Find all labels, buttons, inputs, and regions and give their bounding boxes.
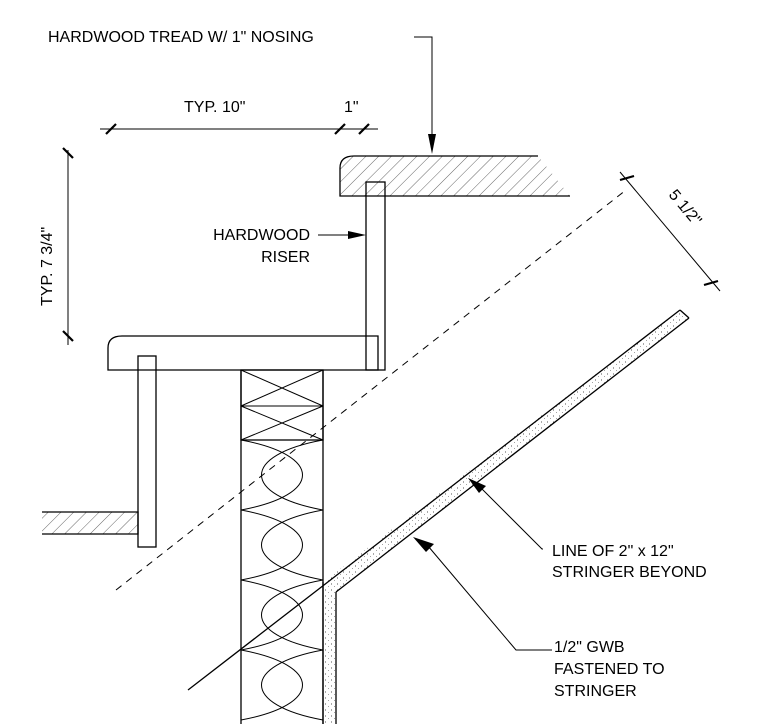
rise-dimension [62,147,74,345]
gwb-label-line3: STRINGER [554,683,637,700]
riser-leader [318,231,366,239]
depth-dimension [619,171,721,292]
stringer-leader [468,478,543,550]
tread-label: HARDWOOD TREAD W/ 1" NOSING [48,29,314,46]
depth-dimension-label: 5 1/2" [665,187,705,230]
riser-label-line1: HARDWOOD [213,227,310,244]
nosing-dimension-label: 1" [344,99,359,116]
gwb-leader [413,537,552,651]
lower-tread [107,335,379,371]
blocking [240,369,324,441]
gwb-board [187,309,690,724]
tread-leader [414,36,436,154]
run-dimension [100,123,378,135]
stringer-label-line1: LINE OF 2" x 12" [552,543,674,560]
lower-riser [137,355,157,548]
upper-tread [339,155,570,197]
rise-dimension-label: TYP. 7 3/4" [39,227,56,306]
upper-riser [365,181,386,371]
gwb-label-line1: 1/2" GWB [554,639,625,656]
stringer-beyond-line [115,189,627,591]
lower-floor [42,511,139,535]
riser-label-line2: RISER [261,249,310,266]
run-dimension-label: TYP. 10" [184,99,245,116]
stringer-label-line2: STRINGER BEYOND [552,564,707,581]
gwb-label-line2: FASTENED TO [554,661,665,678]
